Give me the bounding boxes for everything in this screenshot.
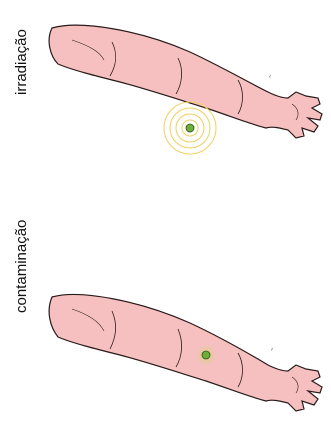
contamination-panel: contaminação ~ (0, 215, 331, 430)
irradiation-panel: irradiação ~ (0, 0, 331, 215)
irradiation-figure: ~ (0, 0, 331, 215)
contamination-figure: ~ (0, 215, 331, 430)
svg-text:~: ~ (270, 347, 276, 351)
radiation-source-icon (186, 124, 194, 132)
svg-text:~: ~ (268, 74, 274, 78)
contamination-source-icon (202, 351, 210, 359)
arm-illustration: ~ (49, 295, 322, 411)
